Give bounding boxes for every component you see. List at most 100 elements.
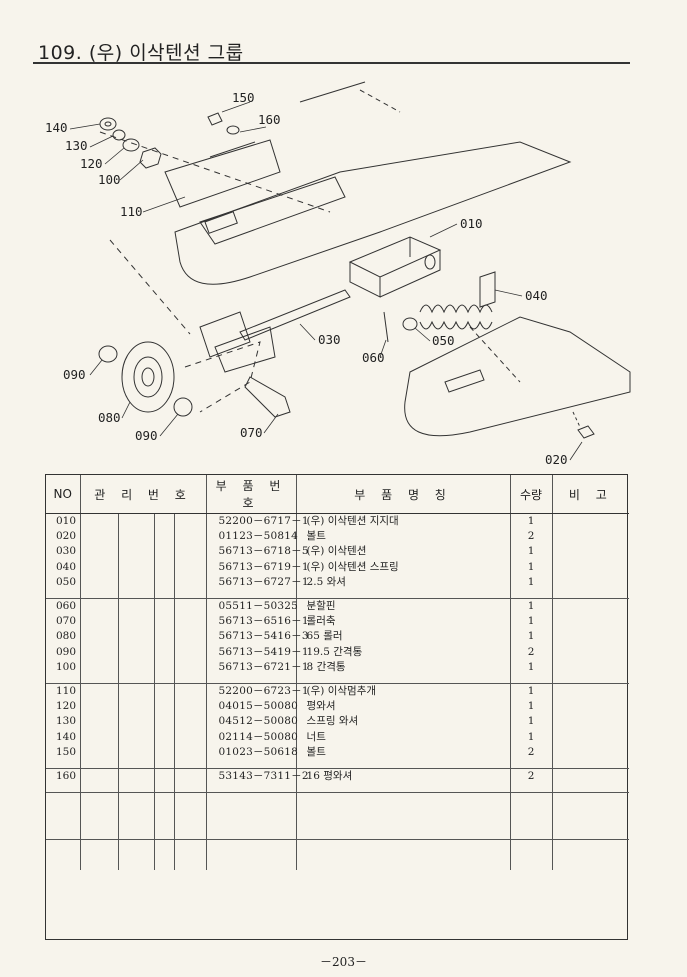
spacer-cell xyxy=(79,590,118,599)
spacer-cell xyxy=(173,784,207,794)
empty-cell xyxy=(509,808,553,824)
cell-qty: 2 xyxy=(509,529,553,545)
tension-spring xyxy=(419,271,496,330)
empty-cell xyxy=(205,839,297,855)
cell-no: 010 xyxy=(56,515,77,527)
cell-mgmt-no xyxy=(117,529,154,545)
title-divider xyxy=(33,62,630,64)
callout-050: 050 xyxy=(432,333,455,348)
spacer-cell xyxy=(153,675,174,685)
cell-mgmt-no xyxy=(173,529,207,545)
cell-mgmt-no xyxy=(153,529,174,545)
callout-090-bottom: 090 xyxy=(135,428,158,443)
cell-mgmt-no xyxy=(173,744,207,761)
cell-mgmt-no xyxy=(117,729,154,745)
spacer-cell xyxy=(153,590,174,599)
cell-qty: 2 xyxy=(509,644,553,660)
cell-remark xyxy=(551,513,630,530)
cell-mgmt-no xyxy=(117,644,154,660)
header-qty: 수량 xyxy=(509,475,553,514)
empty-cell xyxy=(173,823,207,840)
callout-020: 020 xyxy=(545,452,568,467)
empty-cell xyxy=(46,808,80,823)
empty-cell xyxy=(117,855,154,871)
spacer-cell xyxy=(46,675,80,685)
cell-remark xyxy=(551,699,630,715)
cell-qty: 1 xyxy=(509,659,553,676)
callout-160: 160 xyxy=(258,112,281,127)
cell-mgmt-no xyxy=(153,714,174,730)
cell-qty: 1 xyxy=(509,513,553,530)
cell-mgmt-no xyxy=(79,744,118,761)
cell-qty: 1 xyxy=(509,544,553,560)
spacer-cell xyxy=(509,675,553,685)
cell-remark xyxy=(551,768,630,785)
cell-mgmt-no xyxy=(153,614,174,630)
cell-part-name: 19.5 간격통 xyxy=(295,644,511,660)
cell-mgmt-no xyxy=(173,768,207,785)
empty-row xyxy=(46,839,630,855)
spacer-cell xyxy=(509,760,553,770)
cell-no: 140 xyxy=(56,730,77,743)
cell-qty: 1 xyxy=(509,699,553,715)
cell-mgmt-no xyxy=(173,714,207,730)
cell-mgmt-no xyxy=(153,729,174,745)
cell-mgmt-no xyxy=(173,544,207,560)
empty-row xyxy=(46,855,630,871)
empty-row xyxy=(46,808,630,824)
cell-qty: 1 xyxy=(509,559,553,575)
spacer-cell xyxy=(173,675,207,685)
cell-no: 030 xyxy=(56,545,77,558)
empty-cell xyxy=(79,855,118,871)
empty-cell xyxy=(509,792,553,809)
cell-mgmt-no xyxy=(153,513,174,530)
cell-qty: 2 xyxy=(509,768,553,785)
empty-cell xyxy=(46,793,80,809)
cell-remark xyxy=(551,729,630,745)
cell-mgmt-no xyxy=(153,744,174,761)
empty-cell xyxy=(205,792,297,809)
empty-cell xyxy=(205,855,297,871)
empty-cell xyxy=(509,855,553,871)
cell-mgmt-no xyxy=(117,699,154,715)
cell-mgmt-no xyxy=(79,629,118,645)
lower-frame xyxy=(404,316,631,437)
cell-part-name: 2.5 와셔 xyxy=(295,574,511,591)
group-spacer xyxy=(46,675,630,685)
callout-070: 070 xyxy=(240,425,263,440)
cell-mgmt-no xyxy=(79,574,118,591)
stopper-plate xyxy=(164,139,281,208)
cell-qty: 1 xyxy=(509,683,553,700)
empty-cell xyxy=(173,808,207,824)
cell-mgmt-no xyxy=(79,659,118,676)
cell-part-no: 56713－5419－1 xyxy=(205,644,309,660)
cell-qty: 1 xyxy=(509,598,553,615)
cell-mgmt-no xyxy=(79,544,118,560)
cell-mgmt-no xyxy=(117,513,154,530)
cell-qty: 1 xyxy=(509,729,553,745)
cell-part-no: 05511－50325 xyxy=(205,598,298,615)
empty-cell xyxy=(173,855,207,871)
frame-bracket xyxy=(174,141,572,285)
cell-part-no: 56713－6721－1 xyxy=(205,659,309,676)
cell-mgmt-no xyxy=(79,683,118,700)
cell-part-name: 롤러축 xyxy=(295,614,511,630)
cell-mgmt-no xyxy=(173,574,207,591)
cell-part-name: 볼트 xyxy=(295,529,511,545)
cell-part-no: 56713－6719－1 xyxy=(205,559,309,575)
spacer-cell xyxy=(117,675,154,685)
empty-cell xyxy=(79,792,118,809)
parts-diagram: 150 160 140 130 120 100 110 010 040 030 … xyxy=(0,72,687,472)
cell-remark xyxy=(551,544,630,560)
cell-mgmt-no xyxy=(79,699,118,715)
cell-mgmt-no xyxy=(79,529,118,545)
group-spacer xyxy=(46,760,630,770)
cell-no: 040 xyxy=(56,560,77,573)
cell-mgmt-no xyxy=(79,729,118,745)
